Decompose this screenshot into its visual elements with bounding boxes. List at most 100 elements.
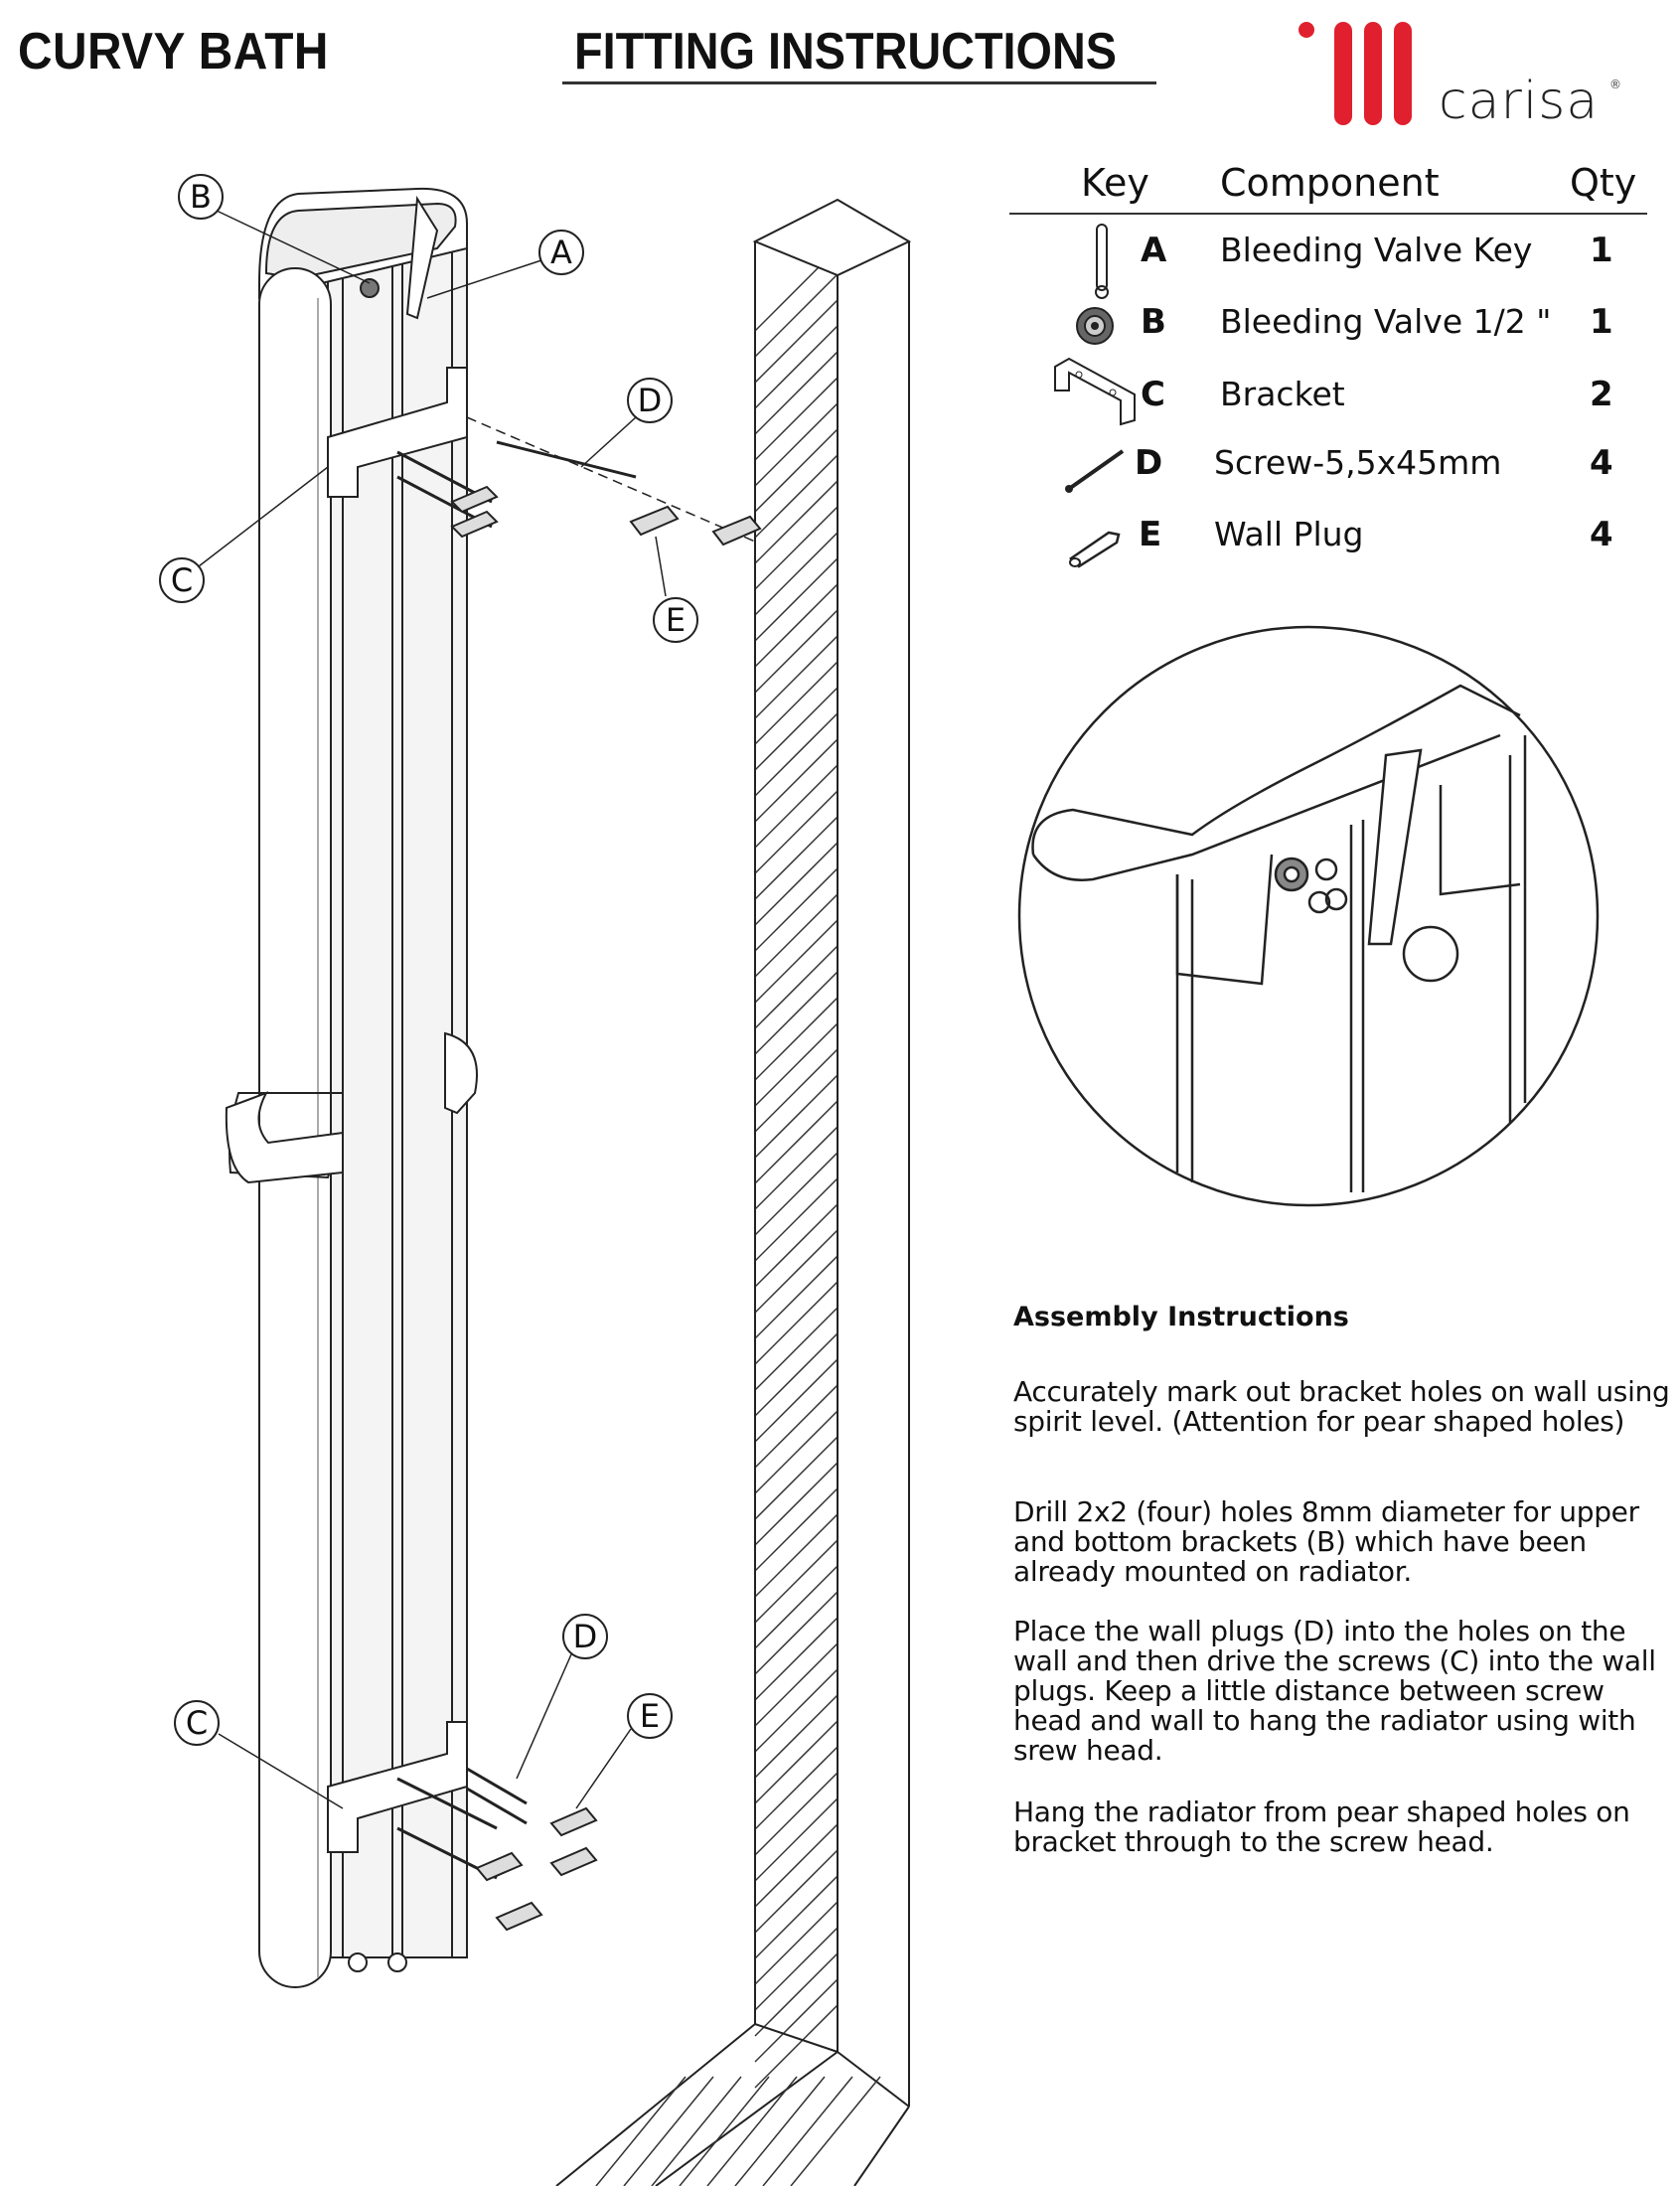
table-row: D Screw-5,5x45mm 4 [0, 443, 1680, 503]
hatch-line [754, 764, 839, 849]
hatch-line [754, 1591, 839, 1675]
hatch-line [754, 1694, 839, 1779]
table-row: E Wall Plug 4 [0, 515, 1680, 574]
hatch-line [623, 2076, 714, 2186]
header-component: Component [1220, 161, 1440, 205]
header-key: Key [1081, 161, 1149, 205]
hatch-line [754, 1462, 839, 1546]
diagram-label-e: E [627, 1693, 673, 1739]
hatch-line [706, 2076, 798, 2186]
hatch-line [754, 893, 839, 978]
product-title: CURVY BATH [18, 23, 329, 80]
hatch-line [754, 402, 839, 487]
wall-plug-icon [1069, 531, 1121, 568]
key-letter: C [1141, 375, 1165, 414]
component-name: Wall Plug [1214, 515, 1364, 553]
hatch-line [754, 1410, 839, 1494]
component-name: Bleeding Valve 1/2 " [1220, 302, 1552, 341]
hatch-line [754, 1177, 839, 1262]
hatch-line [754, 1281, 839, 1365]
hatch-line [754, 661, 839, 745]
hatch-line [754, 687, 839, 771]
label-leader-lines [198, 210, 667, 1809]
hatch-line [754, 790, 839, 874]
wall-illustration [555, 198, 912, 2186]
component-qty: 2 [1590, 375, 1613, 414]
hatch-line [754, 1927, 839, 2011]
screw-icon [1065, 449, 1125, 493]
hatch-line [595, 2076, 687, 2186]
hatch-line [754, 609, 839, 694]
hatch-line [754, 1617, 839, 1701]
hatch-line [754, 1384, 839, 1469]
hatch-line [754, 1307, 839, 1391]
hatch-line [754, 842, 839, 926]
hatch-line [754, 1022, 839, 1107]
hatch-line [754, 1772, 839, 1856]
hatch-line [754, 273, 839, 358]
diagram-label-d: D [627, 378, 673, 423]
instruction-step: Accurately mark out bracket holes on wal… [1013, 1375, 1670, 1438]
carisa-logo-icon [1298, 22, 1412, 125]
instruction-step: Hang the radiator from pear shaped holes… [1013, 1796, 1630, 1858]
component-qty: 4 [1590, 443, 1613, 483]
component-qty: 1 [1590, 302, 1613, 342]
hatch-line [754, 1823, 839, 1908]
hatch-line [754, 1358, 839, 1443]
component-qty: 4 [1590, 515, 1613, 554]
hatch-line [754, 1229, 839, 1314]
hatch-line [754, 919, 839, 1004]
hatch-line [754, 1901, 839, 1985]
diagram-label-d: D [562, 1614, 608, 1659]
table-row: A Bleeding Valve Key 1 [0, 224, 1680, 299]
hatch-line [754, 1978, 839, 2063]
hatch-line [754, 1565, 839, 1649]
registered-mark: ® [1609, 78, 1621, 91]
instruction-step: Place the wall plugs (D) into the holes … [1013, 1615, 1656, 1767]
hatch-line [754, 816, 839, 900]
hatch-line [754, 1100, 839, 1184]
hatch-line [754, 1642, 839, 1727]
hatch-line [651, 2076, 742, 2186]
diagram-label-c: C [159, 557, 205, 603]
hatch-line [754, 635, 839, 719]
hatch-line [754, 1952, 839, 2037]
valve-key-icon [1095, 224, 1109, 299]
table-row: C Bracket 2 [0, 357, 1680, 434]
hatch-line [754, 583, 839, 668]
diagram-label-e: E [653, 597, 698, 643]
hatch-line [754, 325, 839, 409]
table-row: B Bleeding Valve 1/2 " 1 [0, 302, 1680, 362]
hatch-line [754, 1255, 839, 1339]
detail-magnifier [1017, 625, 1600, 1207]
bracket-icon [1054, 357, 1136, 426]
hatch-line [754, 299, 839, 384]
hatch-line [754, 1720, 839, 1804]
hatch-line [754, 557, 839, 642]
diagram-label-c: C [174, 1700, 220, 1746]
key-letter: A [1141, 231, 1167, 270]
table-rule [1009, 213, 1647, 215]
component-name: Bracket [1220, 375, 1345, 413]
hatch-line [754, 1539, 839, 1624]
hatch-line [754, 428, 839, 513]
radiator-illustration [225, 187, 762, 1988]
hatch-line [754, 377, 839, 461]
diagram-label-a: A [538, 230, 584, 275]
hatch-line [754, 454, 839, 539]
title-underline [562, 81, 1156, 84]
hatch-line [790, 2076, 881, 2186]
key-letter: B [1141, 302, 1166, 342]
hatch-line [754, 2004, 839, 2089]
hatch-line [754, 1332, 839, 1417]
hatch-line [754, 1203, 839, 1288]
hatch-line [762, 2076, 853, 2186]
hatch-line [754, 1048, 839, 1133]
page-title: FITTING INSTRUCTIONS [574, 23, 1117, 80]
hatch-line [754, 945, 839, 1029]
hatch-line [679, 2076, 770, 2186]
hatch-line [754, 1074, 839, 1159]
hatch-line [754, 480, 839, 564]
hatch-line [754, 1875, 839, 1959]
